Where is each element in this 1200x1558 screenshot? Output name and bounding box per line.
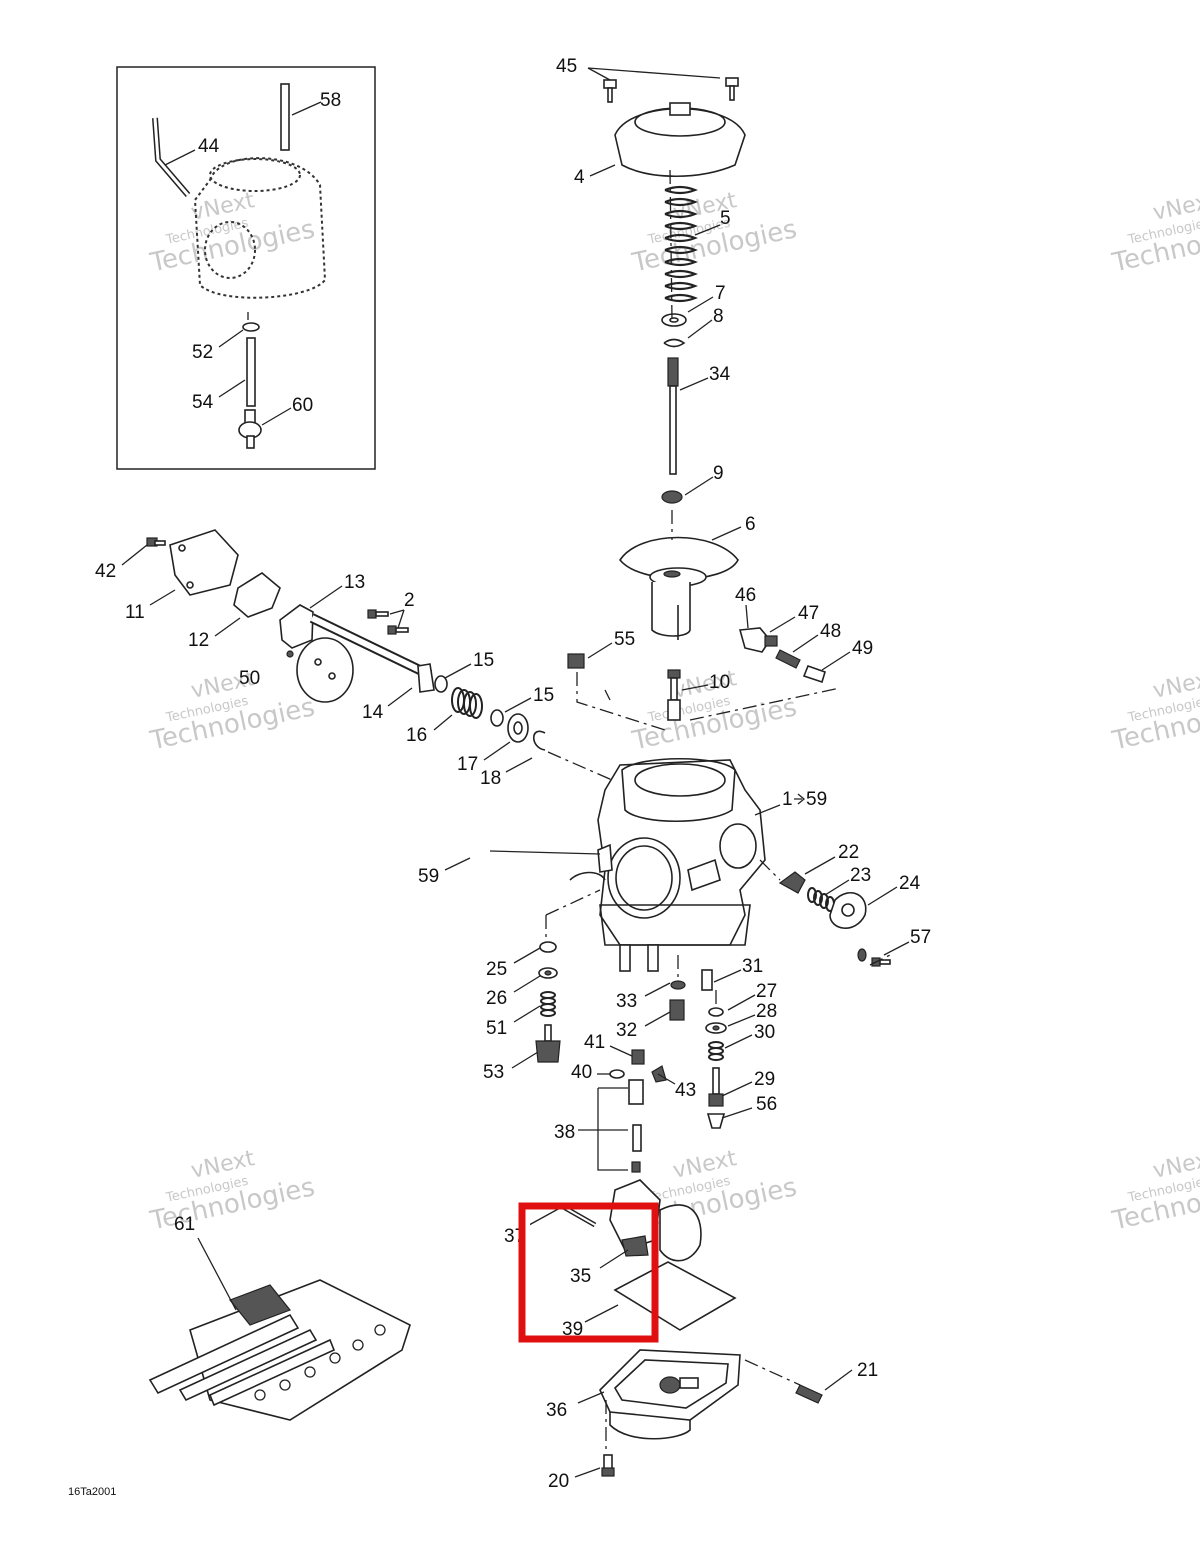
callout-25: 25 xyxy=(486,959,507,980)
callout-12: 12 xyxy=(188,630,209,651)
inset-frame xyxy=(116,66,376,470)
watermark: vNext Technologies Technologies xyxy=(147,188,318,279)
float-assembly xyxy=(558,1179,737,1331)
callout-14: 14 xyxy=(362,702,384,723)
callout-29: 29 xyxy=(754,1069,775,1090)
callout-45: 45 xyxy=(556,56,577,77)
watermark: vNext Technologies Technologies xyxy=(1109,666,1200,757)
callout-28: 28 xyxy=(756,1001,777,1022)
callout-6: 6 xyxy=(745,514,756,535)
callout-32: 32 xyxy=(616,1020,637,1041)
tool-kit xyxy=(148,1279,411,1421)
callout-17: 17 xyxy=(457,754,478,775)
throttle-shaft-parts xyxy=(146,529,546,751)
carburetor-body xyxy=(569,757,766,972)
callout-56: 56 xyxy=(756,1094,777,1115)
callout-43: 43 xyxy=(675,1080,696,1101)
callout-18: 18 xyxy=(480,768,501,789)
callout-48: 48 xyxy=(820,621,841,642)
watermark: vNext Technologies Technologies xyxy=(629,666,800,757)
callout-9: 9 xyxy=(713,463,724,484)
callout-21: 21 xyxy=(857,1360,878,1381)
callout-52: 52 xyxy=(192,342,213,363)
watermark: vNext Technologies Technologies xyxy=(147,666,318,757)
mixture-screw-parts xyxy=(778,871,891,967)
callout-61: 61 xyxy=(174,1214,195,1235)
callout-26: 26 xyxy=(486,988,507,1009)
watermark: vNext Technologies Technologies xyxy=(629,188,800,279)
callout-42: 42 xyxy=(95,561,116,582)
callout-23: 23 xyxy=(850,865,871,886)
callout-50: 50 xyxy=(239,668,260,689)
callout-59: 59 xyxy=(418,866,439,887)
highlight-box xyxy=(518,1202,659,1343)
callout-labels: 45 58 44 4 5 7 8 52 34 54 60 9 6 42 11 1… xyxy=(95,56,931,1492)
callout-5: 5 xyxy=(720,208,731,229)
callout-30: 30 xyxy=(754,1022,775,1043)
callout-24: 24 xyxy=(899,873,921,894)
choke-and-pilot-parts xyxy=(567,627,826,721)
callout-10: 10 xyxy=(709,672,730,693)
callout-33: 33 xyxy=(616,991,637,1012)
callout-7: 7 xyxy=(715,283,726,304)
callout-44: 44 xyxy=(198,136,220,157)
callout-60: 60 xyxy=(292,395,313,416)
callout-8: 8 xyxy=(713,306,724,327)
callout-1-59: 59 xyxy=(806,789,827,810)
callout-1-arrow xyxy=(794,793,806,805)
callout-20: 20 xyxy=(548,1471,569,1492)
callout-40: 40 xyxy=(571,1062,592,1083)
assembly-lines xyxy=(247,169,891,1450)
callout-57: 57 xyxy=(910,927,931,948)
callout-49: 49 xyxy=(852,638,873,659)
bottom-center-jet-parts xyxy=(597,969,713,1173)
float-bowl xyxy=(599,1349,823,1477)
callout-15a: 15 xyxy=(473,650,494,671)
callout-58: 58 xyxy=(320,90,341,111)
needle-valve-parts xyxy=(705,1007,727,1129)
watermark: vNext Technologies Technologies xyxy=(1109,1146,1200,1237)
callout-15b: 15 xyxy=(533,685,554,706)
callout-41: 41 xyxy=(584,1032,605,1053)
watermark: vNext Technologies Technologies xyxy=(147,1146,318,1237)
callout-4: 4 xyxy=(574,167,585,188)
callout-16: 16 xyxy=(406,725,427,746)
callout-53: 53 xyxy=(483,1062,504,1083)
callout-27: 27 xyxy=(756,981,777,1002)
callout-36: 36 xyxy=(546,1400,567,1421)
callout-55: 55 xyxy=(614,629,635,650)
watermark: vNext Technologies Technologies xyxy=(1109,188,1200,279)
top-stack-parts xyxy=(603,77,746,640)
inset-parts xyxy=(152,83,327,449)
callout-39: 39 xyxy=(562,1319,583,1340)
callout-22: 22 xyxy=(838,842,859,863)
callout-2: 2 xyxy=(404,590,415,611)
callout-54: 54 xyxy=(192,392,214,413)
callout-34: 34 xyxy=(709,364,731,385)
callout-38: 38 xyxy=(554,1122,575,1143)
callout-46: 46 xyxy=(735,585,756,606)
callout-47: 47 xyxy=(798,603,819,624)
callout-31: 31 xyxy=(742,956,763,977)
callout-35: 35 xyxy=(570,1266,591,1287)
callout-51: 51 xyxy=(486,1018,507,1039)
diagram-code: 16Ta2001 xyxy=(68,1486,116,1498)
callout-11: 11 xyxy=(125,602,145,623)
leader-lines xyxy=(121,67,910,1478)
callout-13: 13 xyxy=(344,572,365,593)
bottom-left-jet-parts xyxy=(535,941,561,1063)
callout-1: 1 xyxy=(782,789,793,810)
